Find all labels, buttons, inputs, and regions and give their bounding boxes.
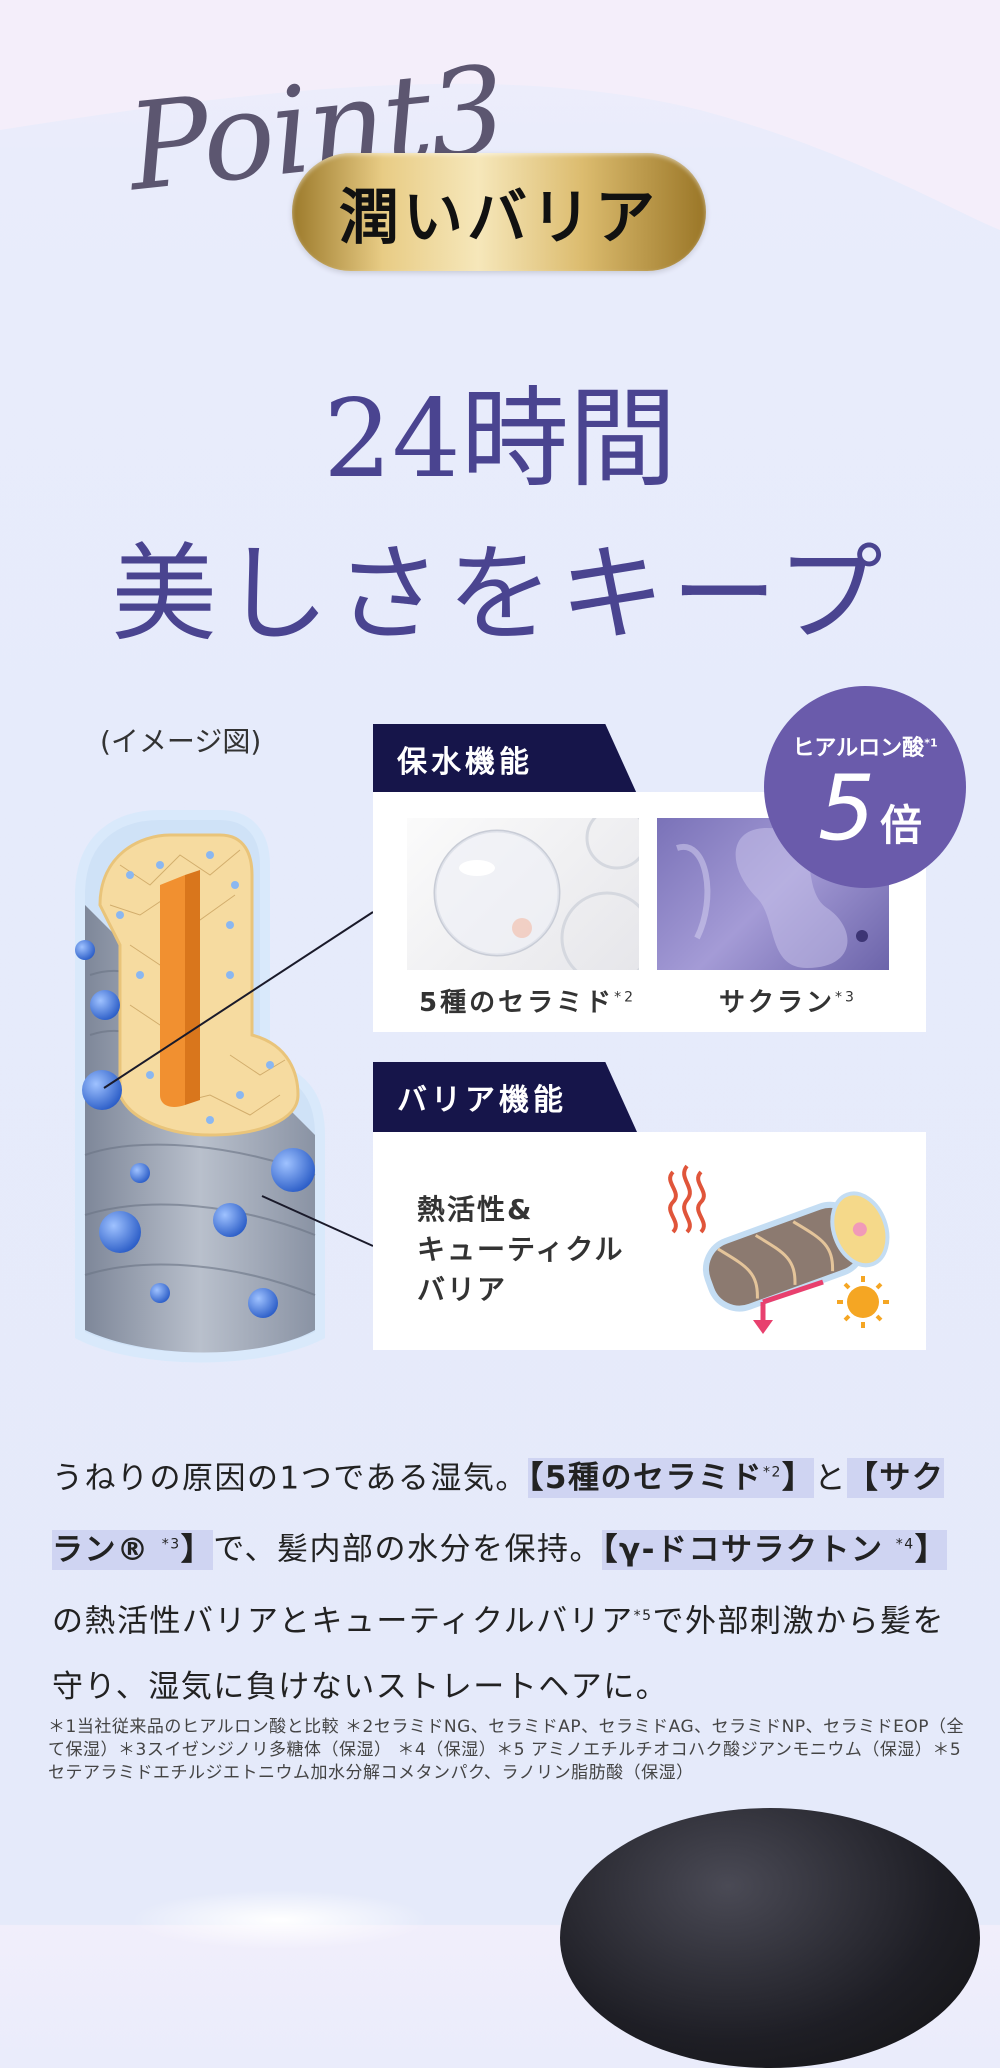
- headline-24h: 24時間: [323, 377, 677, 502]
- barrier-description: 熱活性& キューティクル バリア: [417, 1193, 625, 1306]
- moisture-function-panel: 5種のセラミド*2 サクラン*3: [373, 792, 926, 1032]
- badge-unit: 倍: [880, 801, 923, 850]
- background-wave: [0, 0, 1000, 230]
- sacran-label: サクラン*3: [719, 988, 857, 1018]
- moisture-function-label: 保水機能: [373, 724, 637, 794]
- highlight-docosalactone: 【γ-ドコサラクトン *4】: [601, 1529, 948, 1570]
- moisture-barrier-badge: 潤いバリア: [292, 153, 706, 271]
- description-paragraph: うねりの原因の1つである湿気。【5種のセラミド*2】と【サクラン® *3】で、髪…: [52, 1458, 948, 1705]
- ceramide-bubbles-image: [407, 818, 639, 970]
- light-glow: [130, 1890, 430, 1950]
- model-hair-image: [560, 1808, 980, 2068]
- badge-label: 潤いバリア: [339, 182, 659, 253]
- footnote-text: ＊1当社従来品のヒアルロン酸と比較 ＊2セラミドNG、セラミドAP、セラミドAG…: [48, 1717, 964, 1783]
- highlight-ceramide: 【5種のセラミド*2】: [527, 1458, 815, 1499]
- heat-icon: [668, 1164, 706, 1234]
- sun-icon: [837, 1276, 889, 1328]
- hair-barrier-illustration: [668, 1164, 890, 1334]
- headline-keep-beauty: 美しさをキープ: [111, 533, 889, 656]
- image-caption: (イメージ図): [100, 725, 262, 758]
- barrier-function-label: バリア機能: [373, 1062, 637, 1132]
- hyaluronic-acid-5x-badge: ヒアルロン酸*1 5 倍: [764, 686, 966, 888]
- hair-cross-section-illustration: [75, 810, 325, 1363]
- sacran-gel-image: [657, 818, 889, 970]
- badge-number: 5: [818, 756, 876, 861]
- badge-text: ヒアルロン酸*1: [792, 736, 938, 761]
- ceramide-label: 5種のセラミド*2: [419, 988, 637, 1018]
- barrier-function-panel: 熱活性& キューティクル バリア: [373, 1132, 926, 1350]
